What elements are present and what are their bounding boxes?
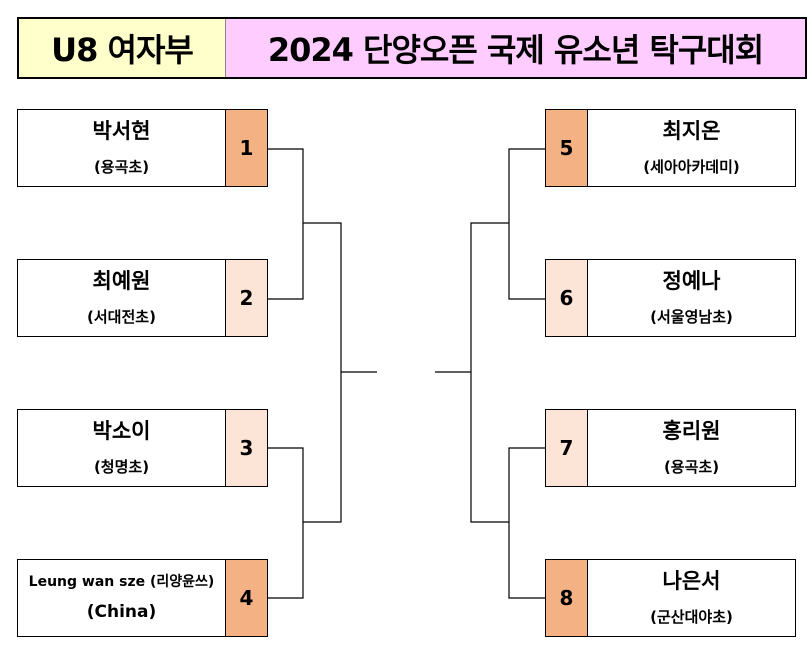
player-slot-3: 박소이 (청명초) 3: [17, 409, 268, 487]
bracket-line-1-2: [266, 148, 304, 300]
player-name: 홍리원: [662, 418, 721, 443]
bracket-line-right-semi: [470, 222, 509, 523]
player-name: 나은서: [662, 568, 721, 593]
player-name: 최예원: [92, 268, 151, 293]
player-name: 최지온: [662, 118, 721, 143]
category-label: U8 여자부: [19, 19, 226, 77]
player-school: (용곡초): [663, 458, 720, 477]
player-school: (세아아카데미): [643, 158, 740, 177]
bracket-line-left-semi: [303, 222, 342, 523]
seed-number: 2: [225, 260, 267, 336]
seed-number: 5: [546, 110, 588, 186]
player-school: (서대전초): [87, 308, 156, 327]
seed-number: 7: [546, 410, 588, 486]
player-name: 정예나: [662, 268, 721, 293]
player-slot-8: 나은서 (군산대야초) 8: [545, 559, 796, 637]
bracket-line-5-6: [508, 148, 545, 300]
player-school: (군산대야초): [650, 608, 733, 627]
seed-number: 3: [225, 410, 267, 486]
player-slot-6: 정예나 (서울영남초) 6: [545, 259, 796, 337]
player-school: (청명초): [93, 458, 150, 477]
player-slot-4: Leung wan sze (리양윤쓰) (China) 4: [17, 559, 268, 637]
bracket-line-3-4: [266, 447, 304, 599]
seed-number: 1: [225, 110, 267, 186]
player-school: (서울영남초): [650, 308, 733, 327]
player-school: (China): [86, 602, 157, 623]
seed-number: 8: [546, 560, 588, 636]
player-slot-5: 최지온 (세아아카데미) 5: [545, 109, 796, 187]
player-name: 박서현: [92, 118, 151, 143]
bracket-line-7-8: [508, 447, 545, 599]
player-school: (용곡초): [93, 158, 150, 177]
seed-number: 4: [225, 560, 267, 636]
player-slot-7: 홍리원 (용곡초) 7: [545, 409, 796, 487]
player-slot-2: 최예원 (서대전초) 2: [17, 259, 268, 337]
tournament-title: 2024 단양오픈 국제 유소년 탁구대회: [226, 19, 805, 77]
seed-number: 6: [546, 260, 588, 336]
player-slot-1: 박서현 (용곡초) 1: [17, 109, 268, 187]
title-banner: U8 여자부 2024 단양오픈 국제 유소년 탁구대회: [17, 17, 807, 79]
player-name: 박소이: [92, 418, 151, 443]
player-name: Leung wan sze (리양윤쓰): [28, 573, 215, 590]
